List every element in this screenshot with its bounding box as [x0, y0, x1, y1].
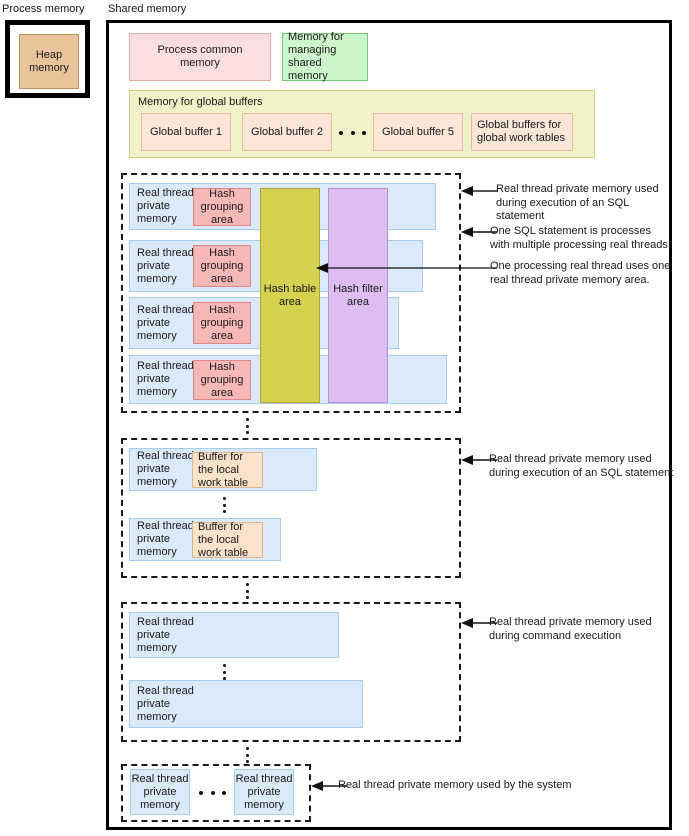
- hash-table-area: Hash table area: [260, 188, 320, 403]
- sql-group-annotation-3: One processing real thread uses one real…: [490, 260, 671, 286]
- lwt-ellipsis-icon: [222, 497, 226, 513]
- hash-grouping-area-1-label: Hash grouping area: [200, 187, 244, 226]
- memory-managing-shared-memory-label: Memory for managing shared memory: [288, 31, 344, 82]
- lwt-row-2-label: Real thread private memory: [137, 520, 194, 558]
- hash-filter-area: Hash filter area: [328, 188, 388, 403]
- global-buffer-2-box: Global buffer 2: [242, 113, 332, 151]
- system-row-2-label: Real thread private memory: [235, 772, 293, 811]
- system-row-1-memory-bar: Real thread private memory: [130, 769, 190, 815]
- command-execution-thread-group: [121, 602, 461, 742]
- hash-table-area-label: Hash table area: [263, 282, 317, 308]
- section-ellipsis-2-icon: [245, 583, 249, 599]
- process-common-memory-label: Process common memory: [157, 44, 243, 69]
- thread-row-2-label: Real thread private memory: [137, 246, 194, 285]
- cmd-ellipsis-icon: [222, 664, 226, 680]
- global-buffer-1-label: Global buffer 1: [150, 125, 222, 138]
- system-annotation: Real thread private memory used by the s…: [338, 779, 572, 791]
- cmd-row-1-label: Real thread private memory: [137, 615, 194, 654]
- global-buffer-2-label: Global buffer 2: [251, 125, 323, 138]
- memory-managing-shared-memory-box: Memory for managing shared memory: [282, 31, 368, 82]
- memory-for-global-buffers-title: Memory for global buffers: [138, 96, 263, 108]
- shared-memory-caption: Shared memory: [108, 3, 187, 15]
- process-memory-caption: Process memory: [2, 3, 85, 15]
- hash-grouping-area-4: Hash grouping area: [193, 360, 251, 400]
- lwt-buffer-1-label: Buffer for the local work table: [198, 450, 249, 489]
- global-buffers-ellipsis-icon: [339, 130, 366, 135]
- system-row-1-label: Real thread private memory: [131, 772, 189, 811]
- global-buffer-5-label: Global buffer 5: [382, 125, 454, 138]
- sql-group-annotation-arrows: [316, 186, 497, 273]
- hash-grouping-area-4-label: Hash grouping area: [200, 360, 244, 399]
- global-buffer-1-box: Global buffer 1: [141, 113, 231, 151]
- heap-memory-box: Heap memory: [19, 34, 79, 89]
- process-common-memory-box: Process common memory: [129, 33, 271, 81]
- lwt-annotation: Real thread private memory used during e…: [489, 453, 674, 479]
- system-group-ellipsis-icon: [199, 790, 226, 795]
- hash-grouping-area-1: Hash grouping area: [193, 188, 251, 226]
- hash-grouping-area-2-label: Hash grouping area: [200, 246, 244, 285]
- lwt-row-1-label: Real thread private memory: [137, 450, 194, 488]
- global-buffers-work-tables-label: Global buffers for global work tables: [477, 119, 566, 144]
- lwt-buffer-2-label: Buffer for the local work table: [198, 520, 249, 559]
- lwt-buffer-2-box: Buffer for the local work table: [192, 520, 263, 559]
- thread-row-1-label: Real thread private memory: [137, 187, 194, 225]
- local-work-table-thread-group: [121, 438, 461, 578]
- global-buffer-5-box: Global buffer 5: [373, 113, 463, 151]
- section-ellipsis-3-icon: [245, 747, 249, 763]
- hash-filter-area-label: Hash filter area: [333, 282, 383, 308]
- sql-group-annotation-2: One SQL statement is processes with mult…: [490, 225, 671, 251]
- system-thread-group: [121, 764, 311, 822]
- cmd-annotation: Real thread private memory used during c…: [489, 616, 652, 642]
- cmd-row-2-memory-bar: Real thread private memory: [129, 680, 363, 728]
- cmd-row-1-memory-bar: Real thread private memory: [129, 612, 339, 658]
- sql-statement-thread-group: [121, 173, 461, 413]
- system-annotation-arrow: [311, 781, 347, 791]
- cmd-annotation-arrow: [461, 618, 497, 628]
- cmd-row-2-label: Real thread private memory: [137, 684, 194, 723]
- hash-grouping-area-3: Hash grouping area: [193, 302, 251, 344]
- thread-row-3-label: Real thread private memory: [137, 303, 194, 342]
- global-buffers-work-tables-box: Global buffers for global work tables: [471, 113, 573, 151]
- thread-row-4-label: Real thread private memory: [137, 360, 194, 398]
- process-memory-frame: Heap memory: [5, 20, 90, 98]
- hash-grouping-area-2: Hash grouping area: [193, 245, 251, 287]
- lwt-annotation-arrow: [461, 455, 497, 465]
- section-ellipsis-1-icon: [245, 418, 249, 434]
- sql-group-annotation-1: Real thread private memory used during e…: [496, 183, 659, 222]
- hash-grouping-area-3-label: Hash grouping area: [200, 303, 244, 342]
- lwt-buffer-1-box: Buffer for the local work table: [192, 450, 263, 489]
- system-row-2-memory-bar: Real thread private memory: [234, 769, 294, 815]
